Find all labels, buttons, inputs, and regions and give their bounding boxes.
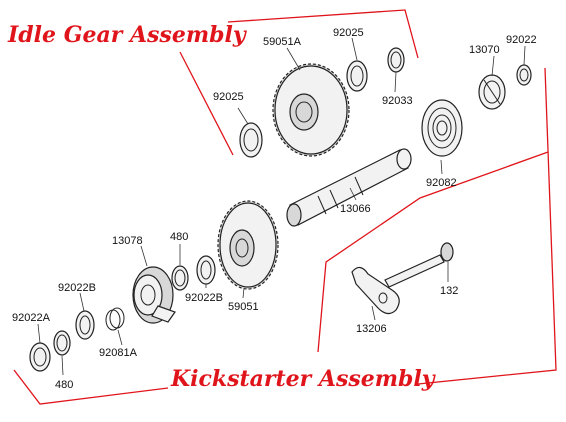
ring-92022-top — [516, 64, 532, 86]
gear-59051a — [272, 63, 350, 157]
spring-92082 — [421, 99, 463, 157]
washer-92025-left-inner — [243, 128, 259, 152]
washer-92025-left — [239, 122, 263, 158]
kick-bracket-right — [417, 67, 557, 385]
label-13078: 13078 — [112, 235, 143, 247]
washer-92025-top-inner — [350, 65, 364, 87]
label-13206: 13206 — [356, 323, 387, 335]
ring-92022-top-inner — [519, 68, 529, 82]
label-92081a: 92081A — [99, 347, 138, 359]
label-13066: 13066 — [340, 203, 371, 215]
ring-480-bottom-inner — [56, 334, 68, 352]
kickstarter-bracket — [13, 67, 557, 405]
label-92022b-left: 92022B — [58, 282, 96, 294]
label-13070: 13070 — [469, 44, 500, 56]
leader-lines — [37, 37, 526, 376]
label-480-mid: 480 — [170, 231, 188, 243]
kick-bracket-left — [13, 369, 169, 405]
washer-92022b-mid — [196, 255, 216, 285]
washer-92022b-mid-inner — [200, 260, 212, 280]
label-59051: 59051 — [228, 301, 259, 313]
label-132: 132 — [440, 285, 458, 297]
bolt-132 — [384, 242, 454, 288]
gear-59051 — [217, 200, 279, 290]
label-59051a: 59051A — [263, 36, 302, 48]
idle-gear-title: Idle Gear Assembly — [7, 22, 248, 48]
ring-92033-inner — [390, 51, 402, 69]
washer-92022b-left — [75, 310, 95, 340]
ring-480-mid — [171, 265, 189, 291]
washer-92022a-inner — [33, 347, 47, 367]
idle-bracket-diagonal — [179, 51, 234, 156]
label-92025-top: 92025 — [333, 27, 364, 39]
washer-92022a — [29, 342, 51, 372]
ring-480-mid-inner — [174, 269, 186, 287]
idle-bracket-top — [227, 9, 419, 59]
plate-13206 — [351, 266, 400, 315]
ratchet-13078 — [132, 266, 176, 324]
ratchet-13070 — [478, 74, 506, 110]
label-92022-top: 92022 — [506, 34, 537, 46]
label-92033: 92033 — [382, 95, 413, 107]
kickstarter-title: Kickstarter Assembly — [170, 366, 437, 392]
kick-bracket-mid — [317, 151, 549, 353]
idle-gear-bracket — [179, 9, 419, 156]
label-92022b-mid: 92022B — [185, 292, 223, 304]
label-92082: 92082 — [426, 177, 457, 189]
washer-92022b-left-inner — [79, 315, 91, 335]
label-92022a: 92022A — [12, 312, 51, 324]
label-92025-left: 92025 — [213, 91, 244, 103]
washer-92025-top — [346, 60, 368, 92]
spring-92081a — [105, 307, 125, 331]
ring-480-bottom — [53, 330, 71, 356]
label-480-bottom: 480 — [55, 379, 73, 391]
shaft-13066 — [286, 148, 412, 227]
